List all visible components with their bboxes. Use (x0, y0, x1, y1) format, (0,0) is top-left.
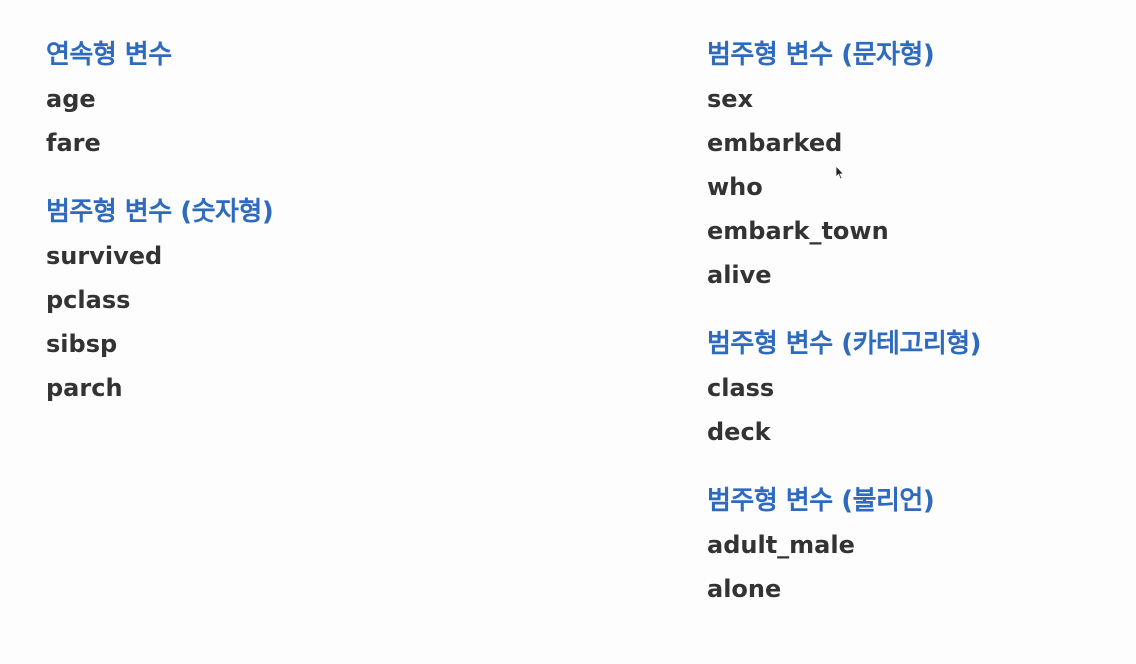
variable-item: who (707, 173, 763, 201)
variable-item: class (707, 374, 775, 402)
right-column: 범주형 변수 (문자형) sex embarked who embark_tow… (707, 33, 982, 636)
variable-item: embark_town (707, 217, 889, 245)
left-column: 연속형 변수 age fare 범주형 변수 (숫자형) survived pc… (46, 33, 274, 435)
section-title: 범주형 변수 (숫자형) (46, 197, 274, 227)
section-categorical-boolean: 범주형 변수 (불리언) adult_male alone (707, 479, 981, 611)
variable-item: age (46, 85, 96, 113)
section-categorical-string: 범주형 변수 (문자형) sex embarked who embark_tow… (707, 33, 981, 297)
section-title: 범주형 변수 (문자형) (707, 40, 935, 70)
variable-item: pclass (46, 286, 131, 314)
variable-item: adult_male (707, 531, 855, 559)
variable-item: survived (46, 242, 163, 270)
variable-item: embarked (707, 129, 843, 157)
variable-item: parch (46, 374, 123, 402)
mouse-pointer-icon (835, 166, 845, 180)
section-categorical-category: 범주형 변수 (카테고리형) class deck (707, 322, 982, 454)
variable-item: sex (707, 85, 754, 113)
variable-item: fare (46, 129, 101, 157)
section-categorical-numeric: 범주형 변수 (숫자형) survived pclass sibsp parch (46, 190, 274, 410)
section-title: 범주형 변수 (카테고리형) (707, 329, 982, 359)
variable-item: alone (707, 575, 782, 603)
variable-list: age fare (46, 77, 273, 165)
section-title: 범주형 변수 (불리언) (707, 486, 935, 516)
variable-list: adult_male alone (707, 523, 981, 611)
section-continuous-variables: 연속형 변수 age fare (46, 33, 273, 165)
variable-item: deck (707, 418, 771, 446)
variable-item: alive (707, 261, 772, 289)
variable-item: sibsp (46, 330, 118, 358)
variable-list: class deck (707, 366, 981, 454)
section-title: 연속형 변수 (46, 40, 172, 70)
variable-list: survived pclass sibsp parch (46, 234, 273, 410)
variable-list: sex embarked who embark_town alive (707, 77, 981, 297)
